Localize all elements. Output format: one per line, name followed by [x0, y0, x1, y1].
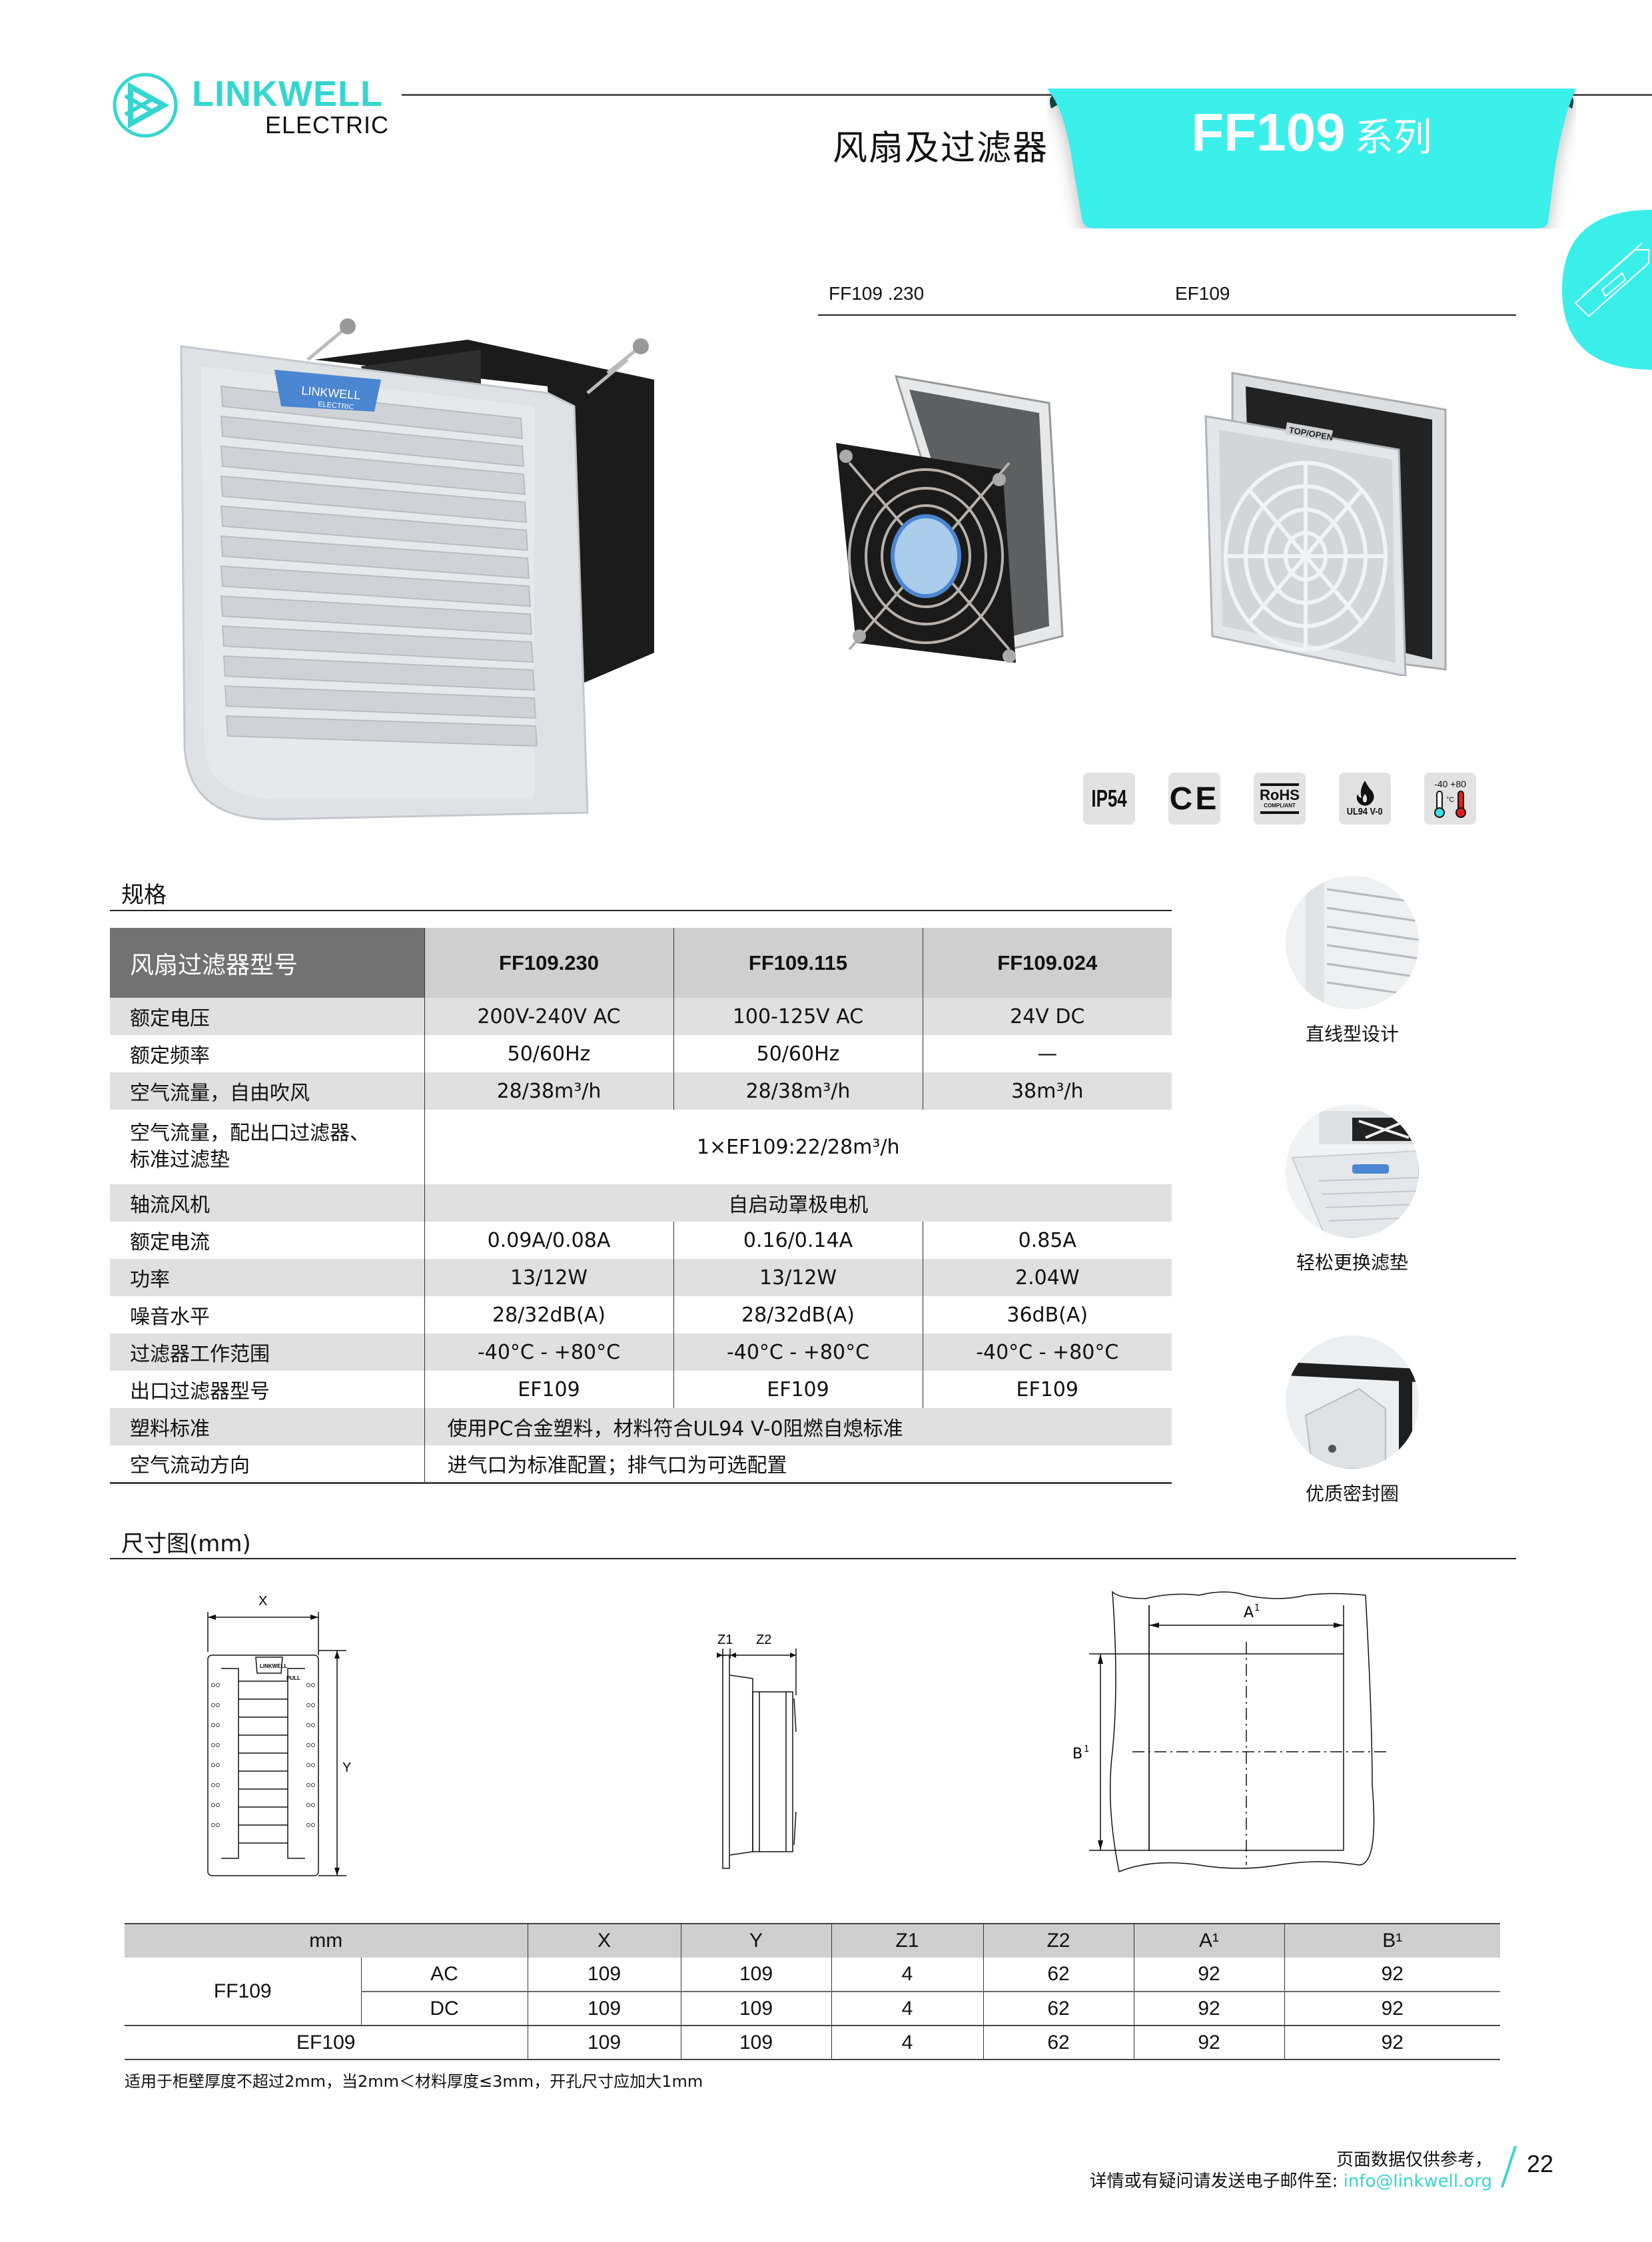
page-number: 22 — [1527, 2150, 1554, 2177]
feature-image-filter — [1286, 1104, 1419, 1238]
table-row: 出口过滤器型号 EF109 EF109 EF109 — [110, 1371, 1172, 1408]
fan-product-image — [836, 375, 1064, 663]
model-ff109-230: FF109.230 — [424, 928, 673, 998]
header-rule — [402, 94, 1652, 96]
series-suffix: 系列 — [1354, 115, 1432, 160]
svg-text:Z2: Z2 — [756, 1633, 771, 1647]
table-row: 空气流量，自由吹风 28/38m³/h 28/38m³/h 38m³/h — [110, 1072, 1172, 1110]
thermometer-icon: °C — [1434, 791, 1466, 818]
table-row: 轴流风机 自启动罩极电机 — [110, 1184, 1172, 1222]
feature-image-louvers — [1286, 876, 1419, 1009]
spec-table-header: 风扇过滤器型号 FF109.230 FF109.115 FF109.024 — [110, 928, 1172, 998]
main-product-image: LINKWELL ELECTRIC — [180, 318, 654, 821]
product-label-ff109-230: FF109 .230 — [829, 283, 925, 304]
front-view-drawing: X Y LINKWELL PULL — [207, 1594, 351, 1876]
feature-image-seal — [1286, 1335, 1419, 1469]
footer-email-link[interactable]: info@linkwell.org — [1343, 2171, 1492, 2191]
side-tab-icon — [1562, 210, 1652, 370]
table-row: DC 109 109 4 62 92 92 — [125, 1992, 1500, 2026]
rohs-icon: RoHS — [1260, 787, 1300, 804]
spec-table: 风扇过滤器型号 FF109.230 FF109.115 FF109.024 额定… — [110, 928, 1172, 1484]
dimension-note: 适用于柜壁厚度不超过2mm，当2mm＜材料厚度≤3mm，开孔尺寸应加大1mm — [125, 2072, 703, 2091]
page-title: 风扇及过滤器 — [833, 129, 1049, 169]
product-label-ef109: EF109 — [1175, 283, 1230, 304]
svg-text:LINKWELL: LINKWELL — [260, 1663, 287, 1669]
dimension-section-title: 尺寸图(mm) — [121, 1531, 251, 1557]
table-row: 额定电压 200V-240V AC 100-125V AC 24V DC — [110, 998, 1172, 1035]
svg-text:B: B — [1072, 1746, 1082, 1762]
table-row: 额定频率 50/60Hz 50/60Hz — — [110, 1035, 1172, 1072]
footer-disclaimer: 页面数据仅供参考， — [1336, 2150, 1492, 2170]
ip54-icon: IP54 — [1091, 785, 1127, 812]
cert-ce: CE — [1168, 773, 1220, 825]
table-row: 空气流量，配出口过滤器、标准过滤垫 1×EF109:22/28m³/h — [110, 1110, 1172, 1184]
table-row: FF109 AC 109 109 4 62 92 92 — [125, 1958, 1500, 2026]
svg-text:1: 1 — [1084, 1744, 1089, 1754]
spec-section-title: 规格 — [121, 882, 167, 909]
dimension-table-header: mm X Y Z1 Z2 A¹ B¹ — [125, 1923, 1500, 1958]
cert-ul94: UL94 V-0 — [1339, 773, 1391, 825]
model-ff109-115: FF109.115 — [673, 928, 923, 998]
footer-contact: 详情或有疑问请发送电子邮件至: info@linkwell.org — [1089, 2171, 1492, 2191]
page-slash — [1500, 2146, 1517, 2187]
cert-temperature: -40 +80 °C — [1424, 773, 1476, 825]
feature-linear-design: 直线型设计 — [1286, 876, 1419, 1046]
table-row: 空气流动方向 进气口为标准配置；排气口为可选配置 — [110, 1445, 1172, 1484]
cutout-drawing: A 1 B 1 — [1072, 1591, 1389, 1873]
brand-logo: LINKWELL ELECTRIC — [112, 72, 392, 152]
svg-text:°C: °C — [1446, 796, 1454, 804]
brand-subname: ELECTRIC — [265, 111, 390, 139]
spec-section-rule — [110, 910, 1172, 911]
ce-icon: CE — [1169, 781, 1220, 817]
table-row: 功率 13/12W 13/12W 2.04W — [110, 1259, 1172, 1296]
cert-ip54: IP54 — [1083, 773, 1135, 825]
svg-text:Y: Y — [342, 1760, 351, 1775]
table-row: 噪音水平 28/32dB(A) 28/32dB(A) 36dB(A) — [110, 1296, 1172, 1333]
side-view-drawing: Z1 Z2 — [717, 1633, 797, 1869]
brand-name: LINKWELL — [192, 74, 383, 114]
spec-header-label: 风扇过滤器型号 — [110, 928, 424, 998]
dimension-table: mm X Y Z1 Z2 A¹ B¹ FF109 AC 109 109 4 62… — [125, 1923, 1500, 2060]
table-row: 塑料标准 使用PC合金塑料，材料符合UL94 V-0阻燃自熄标准 — [110, 1408, 1172, 1445]
svg-text:1: 1 — [1254, 1603, 1260, 1613]
svg-text:PULL: PULL — [286, 1675, 300, 1681]
table-row: 额定电流 0.09A/0.08A 0.16/0.14A 0.85A — [110, 1222, 1172, 1259]
product-rule — [818, 314, 1516, 316]
svg-text:ELECTRIC: ELECTRIC — [318, 400, 354, 412]
dimension-section-rule — [110, 1558, 1516, 1559]
svg-text:X: X — [258, 1594, 267, 1609]
cert-rohs: RoHS COMPLIANT — [1254, 773, 1306, 825]
flame-icon — [1356, 780, 1374, 806]
svg-text:A: A — [1244, 1605, 1254, 1621]
series-model: FF109 — [1191, 103, 1346, 162]
model-ff109-024: FF109.024 — [922, 928, 1172, 998]
table-row: 过滤器工作范围 -40°C - +80°C -40°C - +80°C -40°… — [110, 1333, 1172, 1371]
table-row: EF109 109 109 4 62 92 92 — [125, 2026, 1500, 2060]
linkwell-logo-icon — [113, 73, 178, 138]
feature-quality-seal: 优质密封圈 — [1286, 1335, 1419, 1506]
svg-text:Z1: Z1 — [717, 1633, 733, 1647]
feature-easy-filter-replace: 轻松更换滤垫 — [1286, 1104, 1419, 1275]
filter-product-image: TOP/OPEN — [1204, 372, 1447, 676]
